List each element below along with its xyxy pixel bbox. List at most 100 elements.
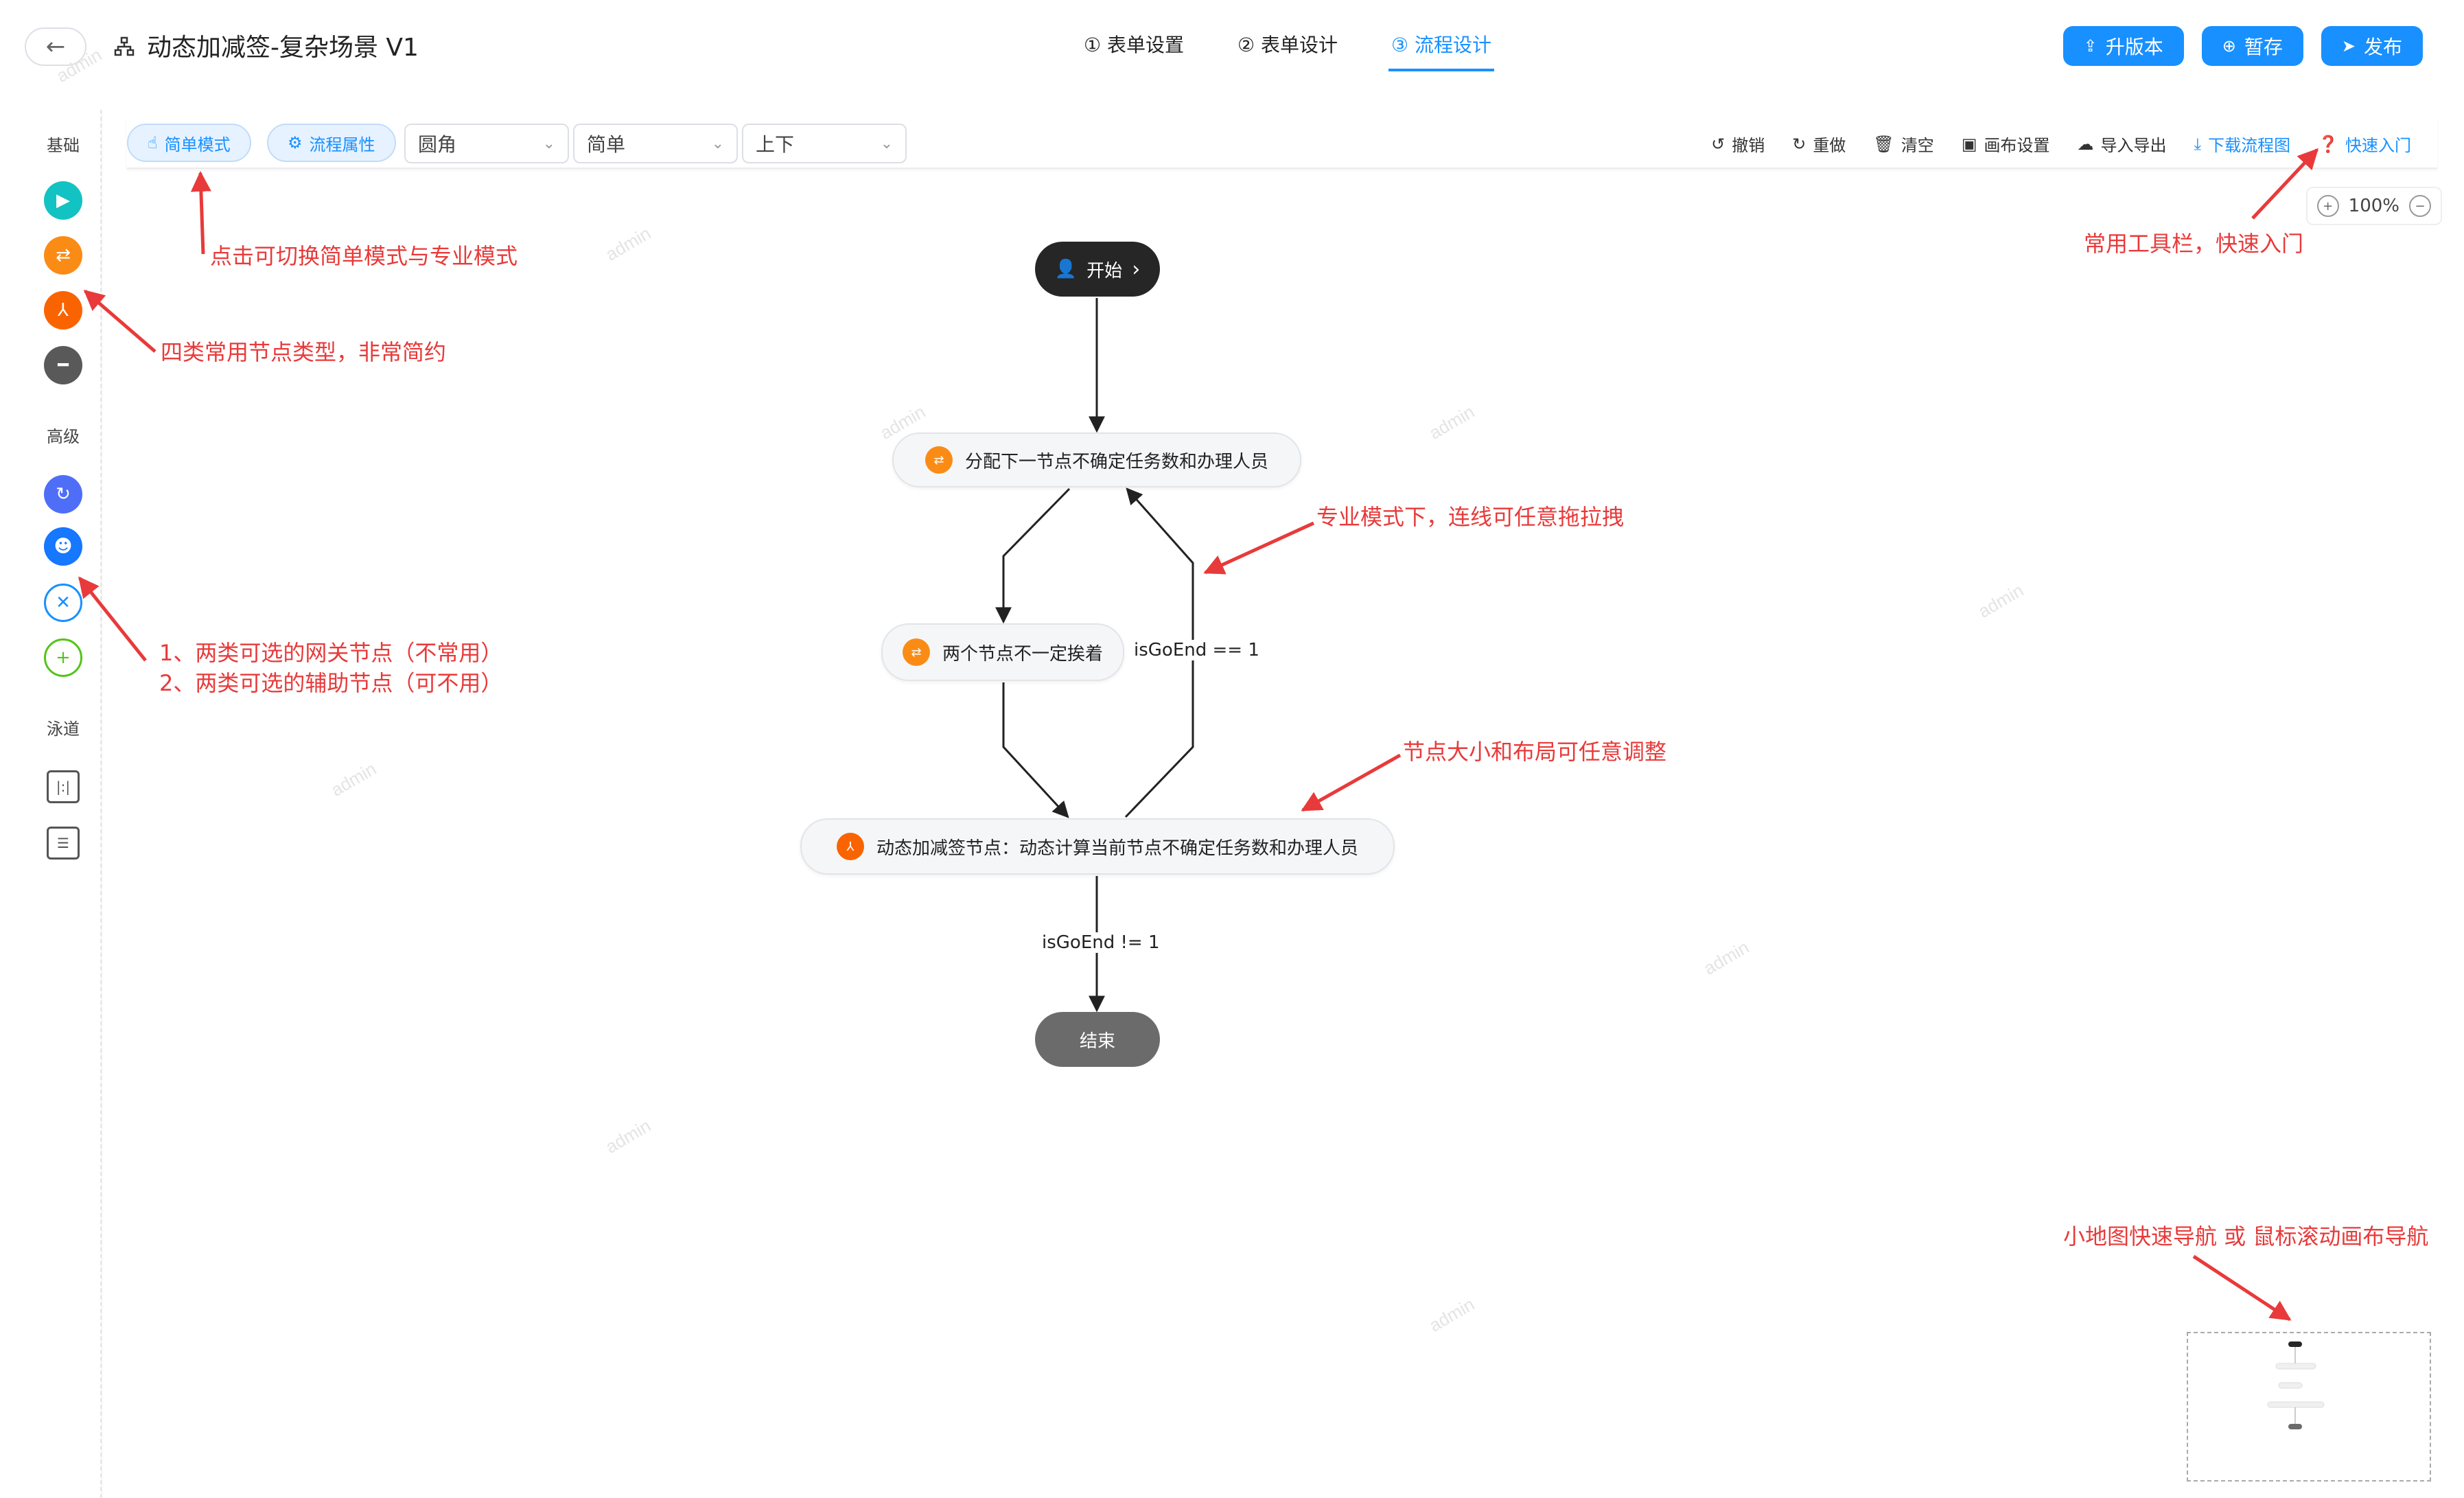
node-palette: 基础 ▶ ⇄ ⅄ ━ 高级 ↻ ☻ ✕ + 泳道 |:| ☰ (25, 110, 102, 1498)
upgrade-version-button[interactable]: ⇪ 升版本 (2062, 26, 2184, 66)
palette-advanced-label: 高级 (47, 427, 80, 446)
clear-button[interactable]: 🗑 清空 (1873, 132, 1933, 156)
end-node[interactable]: 结束 (1035, 1012, 1160, 1067)
canvas-settings-label: 画布设置 (1984, 136, 2050, 155)
annotation-node-types: 四类常用节点类型，非常简约 (161, 339, 447, 365)
corner-style-value: 圆角 (418, 133, 457, 156)
chevron-down-icon: ⌄ (542, 135, 555, 152)
direction-value: 上下 (756, 133, 795, 156)
hand-icon: ☝ (148, 133, 158, 152)
line-style-value: 简单 (587, 133, 626, 156)
add-aux-icon[interactable]: + (44, 638, 82, 677)
parallel-gateway-icon[interactable]: ↻ (44, 475, 82, 514)
edge-loop-label: isGoEnd == 1 (1130, 640, 1264, 660)
app-header: ← 动态加减签-复杂场景 V1 ① 表单设置 ② 表单设计 ③ 流程设计 ⇪ 升… (0, 0, 2464, 89)
annotation-mode-switch: 点击可切换简单模式与专业模式 (210, 243, 518, 269)
flow-properties-label: 流程属性 (309, 135, 375, 154)
help-icon: ❓ (2318, 134, 2338, 154)
canvas-settings-button[interactable]: ▣ 画布设置 (1962, 132, 2050, 156)
page-title-text: 动态加减签-复杂场景 V1 (147, 34, 419, 62)
flow-canvas[interactable]: ☝ 简单模式 ⚙ 流程属性 圆角 ⌄ 简单 ⌄ 上下 ⌄ ↺ 撤销 ↻ 重做 🗑 清空… (102, 110, 2442, 1498)
import-export-button[interactable]: ☁ 导入导出 (2078, 132, 2167, 156)
corner-style-select[interactable]: 圆角 ⌄ (404, 124, 569, 163)
countersign-node-icon[interactable]: ⅄ (44, 291, 82, 330)
step-tabs: ① 表单设置 ② 表单设计 ③ 流程设计 (1081, 30, 1542, 73)
plus-circle-icon: ⊕ (2222, 36, 2236, 56)
vertical-lane-icon[interactable]: ☰ (47, 827, 80, 860)
redo-button[interactable]: ↻ 重做 (1792, 132, 1846, 156)
quick-start-button[interactable]: ❓ 快速入门 (2318, 132, 2411, 156)
toolbar-tools: ↺ 撤销 ↻ 重做 🗑 清空 ▣ 画布设置 ☁ 导入导出 ⤓ 下载流程图 ❓ 快速入门 (1711, 132, 2411, 156)
undo-label: 撤销 (1732, 136, 1765, 155)
countersign-node-label: 动态加减签节点：动态计算当前节点不确定任务数和办理人员 (876, 838, 1358, 859)
redo-icon: ↻ (1792, 134, 1806, 154)
download-label: 下载流程图 (2208, 136, 2291, 155)
intermediate-node-label: 两个节点不一定挨着 (942, 643, 1103, 665)
user-icon: 👤 (1054, 259, 1078, 279)
annotation-gateway-line1: 1、两类可选的网关节点（不常用） (159, 640, 503, 666)
zoom-control: + 100% − (2305, 187, 2442, 225)
upload-icon: ⇪ (2083, 36, 2097, 56)
save-draft-label: 暂存 (2244, 36, 2283, 58)
download-diagram-button[interactable]: ⤓ 下载流程图 (2194, 132, 2291, 156)
canvas-toolbar: ☝ 简单模式 ⚙ 流程属性 圆角 ⌄ 简单 ⌄ 上下 ⌄ ↺ 撤销 ↻ 重做 🗑 清空… (127, 117, 2437, 169)
annotation-drag-lines: 专业模式下，连线可任意拖拉拽 (1316, 504, 1625, 530)
publish-button[interactable]: ➤ 发布 (2321, 26, 2423, 66)
upgrade-version-label: 升版本 (2105, 36, 2163, 58)
trash-icon: 🗑 (1873, 134, 1894, 154)
clear-label: 清空 (1901, 136, 1934, 155)
zoom-level: 100% (2348, 196, 2399, 216)
publish-label: 发布 (2363, 36, 2402, 58)
simple-mode-label: 简单模式 (164, 135, 231, 154)
chevron-down-icon: ⌄ (880, 135, 893, 152)
line-style-select[interactable]: 简单 ⌄ (573, 124, 738, 163)
annotation-minimap: 小地图快速导航 或 鼠标滚动画布导航 (2063, 1223, 2429, 1249)
tab-form-design[interactable]: ② 表单设计 (1237, 34, 1338, 56)
zoom-in-icon[interactable]: + (2316, 195, 2339, 217)
simple-mode-button[interactable]: ☝ 简单模式 (127, 124, 251, 162)
direction-select[interactable]: 上下 ⌄ (742, 124, 907, 163)
annotation-toolbar: 常用工具栏，快速入门 (2084, 231, 2304, 257)
minimap[interactable] (2187, 1332, 2431, 1482)
zoom-out-icon[interactable]: − (2409, 195, 2431, 217)
user-gateway-icon[interactable]: ☻ (44, 527, 82, 566)
task-node-icon: ⇄ (902, 638, 930, 666)
back-button[interactable]: ← (25, 27, 86, 66)
tab-form-settings[interactable]: ① 表单设置 (1084, 34, 1185, 56)
start-node-icon[interactable]: ▶ (44, 181, 82, 220)
edge-end-label: isGoEnd != 1 (1038, 932, 1164, 953)
end-node-label: 结束 (1079, 1030, 1115, 1052)
assign-node[interactable]: ⇄ 分配下一节点不确定任务数和办理人员 (892, 433, 1301, 487)
header-actions: ⇪ 升版本 ⊕ 暂存 ➤ 发布 (2062, 26, 2423, 66)
annotation-gateway-line2: 2、两类可选的辅助节点（可不用） (159, 670, 503, 696)
flow-tree-icon (114, 35, 135, 56)
end-node-icon[interactable]: ━ (44, 346, 82, 384)
exclusive-aux-icon[interactable]: ✕ (44, 584, 82, 622)
start-node[interactable]: 👤 开始 › (1035, 242, 1160, 297)
download-icon: ⤓ (2194, 134, 2202, 154)
chevron-down-icon: ⌄ (711, 135, 724, 152)
palette-basic-label: 基础 (47, 136, 80, 155)
flow-properties-button[interactable]: ⚙ 流程属性 (267, 124, 396, 162)
tab-flow-design[interactable]: ③ 流程设计 (1388, 30, 1495, 73)
countersign-node-icon: ⅄ (836, 833, 864, 860)
countersign-node[interactable]: ⅄ 动态加减签节点：动态计算当前节点不确定任务数和办理人员 (800, 818, 1395, 875)
chevron-right-icon: › (1132, 257, 1141, 281)
horizontal-lane-icon[interactable]: |:| (47, 770, 80, 803)
redo-label: 重做 (1813, 136, 1846, 155)
cloud-icon: ☁ (2077, 134, 2094, 154)
quick-start-label: 快速入门 (2345, 136, 2411, 155)
palette-lane-label: 泳道 (47, 719, 80, 739)
import-export-label: 导入导出 (2100, 136, 2167, 155)
minimap-preview (2267, 1341, 2325, 1429)
intermediate-node[interactable]: ⇄ 两个节点不一定挨着 (881, 623, 1124, 681)
save-draft-button[interactable]: ⊕ 暂存 (2201, 26, 2303, 66)
page-title: 动态加减签-复杂场景 V1 (114, 27, 419, 63)
task-node-icon[interactable]: ⇄ (44, 236, 82, 275)
undo-icon: ↺ (1711, 134, 1725, 154)
start-node-label: 开始 (1086, 260, 1123, 281)
task-node-icon: ⇄ (925, 446, 953, 474)
send-icon: ➤ (2341, 36, 2356, 56)
undo-button[interactable]: ↺ 撤销 (1711, 132, 1765, 156)
settings-box-icon: ▣ (1961, 134, 1977, 154)
